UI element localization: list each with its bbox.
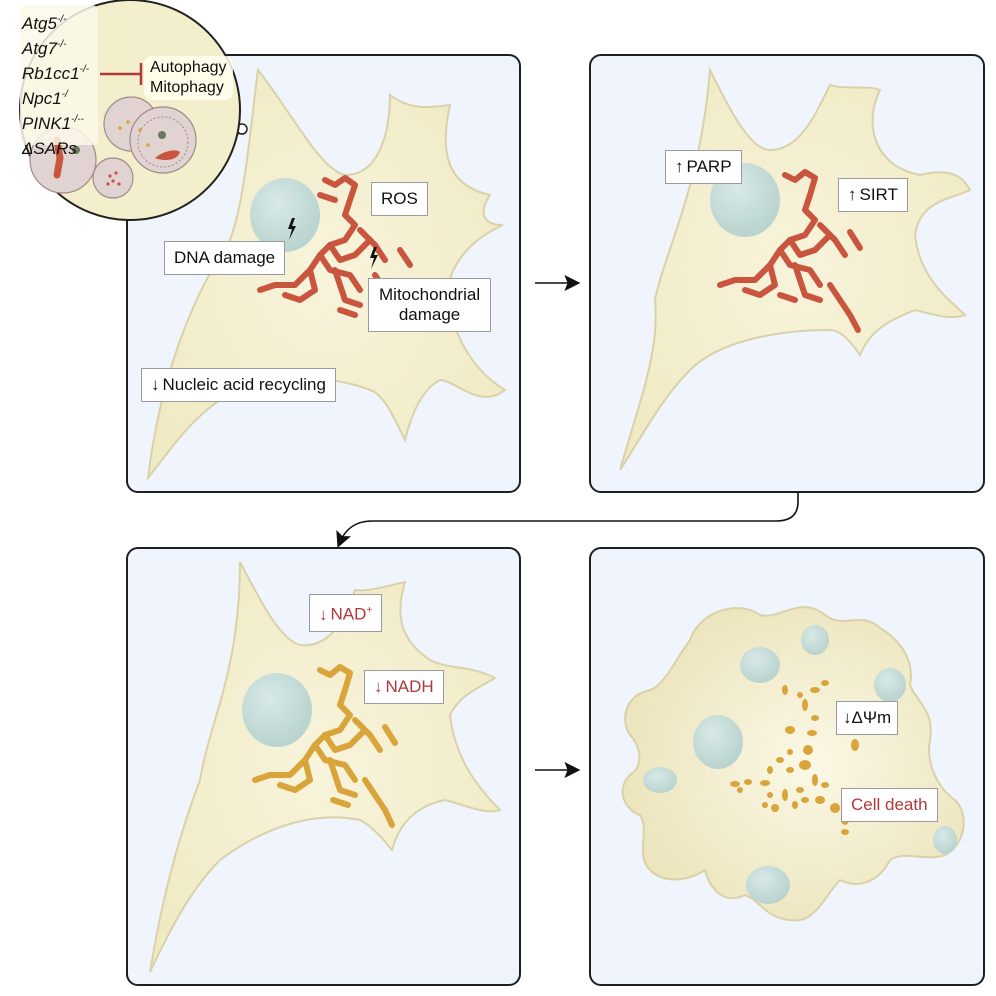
genotype-atg5: Atg5-/-: [22, 10, 66, 34]
nucleus: [242, 673, 312, 747]
label-parp: ↑PARP: [665, 150, 742, 184]
label-text-line-2: damage: [398, 305, 461, 324]
label-text: ΔΨm: [851, 708, 892, 727]
arrow-up-icon: ↑: [848, 185, 857, 204]
genotype-rb1cc1: Rb1cc1-/-: [22, 60, 89, 84]
label-text: Cell death: [851, 795, 928, 814]
arrow-down-icon: ↓: [843, 708, 852, 727]
label-ros: ROS: [371, 182, 428, 216]
label-membrane-potential: ↓ΔΨm: [836, 701, 899, 735]
label-text: ROS: [381, 189, 418, 208]
label-text: NADH: [385, 677, 434, 696]
process-autophagy: Autophagy: [150, 59, 227, 76]
mitochondria-fragments: [730, 680, 859, 835]
genotype-superscript: -/-: [56, 39, 67, 50]
label-nucleic-acid-recycling: ↓Nucleic acid recycling: [141, 368, 336, 402]
label-text: NAD: [330, 604, 367, 624]
genotype-name: Atg7: [22, 39, 57, 58]
genotype-name: PINK1: [22, 114, 72, 133]
cell-panel-4: [621, 606, 965, 922]
genotype-pink1: PINK1-/--: [22, 110, 84, 134]
genotype-superscript: -/-: [79, 64, 90, 75]
label-text: SIRT: [859, 185, 898, 204]
arrow-down-icon: ↓: [319, 604, 328, 624]
genotype-name: ΔSARs: [22, 139, 77, 158]
cell-panel-2: [619, 66, 972, 471]
genotype-superscript: -/--: [71, 114, 84, 125]
genotype-name: Atg5: [22, 14, 57, 33]
label-text-line-1: Mitochondrial: [379, 285, 481, 304]
genotype-name: Rb1cc1: [22, 64, 80, 83]
arrow-up-icon: ↑: [675, 157, 684, 176]
vacuole: [801, 625, 829, 655]
genotype-atg7: Atg7-/-: [22, 35, 66, 59]
vacuole: [643, 767, 677, 793]
arrow-down-icon: ↓: [151, 375, 160, 394]
mitochondria-network: [717, 169, 863, 333]
genotype-delta-sars: ΔSARs: [22, 135, 77, 159]
label-sirt: ↑SIRT: [838, 178, 908, 212]
lightning-bolt-icon: [288, 218, 378, 269]
vacuole: [933, 826, 957, 854]
nucleus: [250, 178, 320, 252]
arrow-down-icon: ↓: [374, 677, 383, 696]
genotype-name: Npc1: [22, 89, 62, 108]
label-nad-plus: ↓NAD+: [309, 594, 383, 632]
genotype-superscript: -/: [61, 89, 68, 100]
process-mitophagy: Mitophagy: [150, 79, 224, 96]
label-text: Nucleic acid recycling: [162, 375, 326, 394]
cell-panel-3: [149, 561, 502, 973]
curved-arrow-icon: [336, 493, 799, 548]
label-text: DNA damage: [174, 248, 276, 267]
label-cell-death: Cell death: [841, 788, 938, 822]
vacuole: [740, 647, 780, 683]
mitochondria-network: [252, 664, 398, 828]
vacuole: [693, 715, 743, 769]
label-nadh: ↓NADH: [364, 670, 444, 704]
genotype-npc1: Npc1-/: [22, 85, 68, 109]
inset-magnifier: [19, 0, 248, 221]
vacuole: [874, 668, 906, 702]
inhibited-processes: Autophagy Mitophagy: [144, 56, 233, 100]
label-text: PARP: [686, 157, 732, 176]
label-superscript: +: [366, 605, 373, 616]
genotype-superscript: -/-: [56, 14, 67, 25]
label-mitochondrial-damage: Mitochondrial damage: [368, 278, 492, 332]
vacuole: [746, 866, 790, 904]
label-dna-damage: DNA damage: [164, 241, 286, 275]
